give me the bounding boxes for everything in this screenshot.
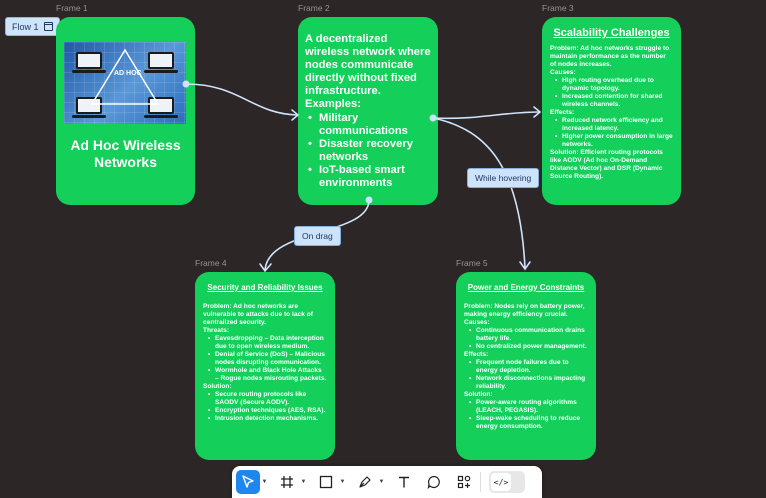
shape-tool[interactable] — [314, 470, 338, 494]
solution-heading: Solution: — [464, 391, 493, 398]
chevron-down-icon[interactable]: ▼ — [300, 479, 307, 485]
cursor-icon — [242, 475, 254, 488]
frame-5[interactable]: Power and Energy Constraints Problem: No… — [456, 272, 596, 460]
frame-2[interactable]: A decentralized wireless network where n… — [298, 17, 438, 205]
list-item: Encryption techniques (AES, RSA). — [208, 407, 327, 415]
causes-heading: Causes: — [550, 69, 576, 76]
list-item: Network disconnections impacting reliabi… — [469, 375, 588, 391]
frame-3[interactable]: Scalability Challenges Problem: Ad hoc n… — [542, 17, 681, 205]
text-icon — [399, 476, 409, 488]
list-item: Sleep-wake scheduling to reduce energy c… — [469, 415, 588, 431]
comment-tool[interactable] — [422, 470, 446, 494]
flow-start-tag[interactable]: Flow 1 — [5, 17, 60, 36]
move-tool[interactable] — [236, 470, 260, 494]
frame-5-title: Power and Energy Constraints — [467, 283, 585, 292]
causes-heading: Causes: — [464, 319, 490, 326]
frame-4-title: Security and Reliability Issues — [207, 283, 323, 292]
pen-tool[interactable] — [353, 470, 377, 494]
present-icon[interactable] — [43, 22, 53, 31]
toolbar-divider — [480, 472, 481, 492]
chevron-down-icon[interactable]: ▼ — [378, 479, 385, 485]
effects-heading: Effects: — [464, 351, 489, 358]
frame-5-label[interactable]: Frame 5 — [456, 258, 488, 268]
laptop-icon — [144, 52, 178, 73]
flow-label: Flow 1 — [12, 21, 39, 32]
problem-text: Problem: Ad hoc networks are vulnerable … — [203, 303, 313, 326]
connection-handle[interactable] — [365, 196, 373, 204]
text-tool[interactable] — [392, 470, 416, 494]
while-hovering-trigger-chip[interactable]: While hovering — [467, 168, 540, 188]
list-item: Disaster recovery networks — [308, 138, 432, 164]
list-item: Denial of Service (DoS) – Malicious node… — [208, 351, 327, 367]
connection-f1-f2[interactable] — [185, 83, 299, 116]
frame-4-label[interactable]: Frame 4 — [195, 258, 227, 268]
actions-tool[interactable] — [452, 470, 476, 494]
code-icon: </> — [491, 473, 511, 491]
chevron-down-icon[interactable]: ▼ — [339, 479, 346, 485]
frame-tool[interactable] — [275, 470, 299, 494]
image-caption: AD HOC — [114, 70, 142, 77]
arrowhead — [259, 263, 272, 273]
list-item: No centralized power management. — [469, 343, 588, 351]
connection-handle[interactable] — [182, 80, 190, 88]
frame-1-label[interactable]: Frame 1 — [56, 3, 88, 13]
list-item: Military communications — [308, 112, 432, 138]
list-item: Wormhole and Black Hole Attacks – Rogue … — [208, 367, 327, 383]
list-item: High routing overhead due to dynamic top… — [555, 77, 673, 93]
list-item: Eavesdropping – Data interception due to… — [208, 335, 327, 351]
examples-heading: Examples: — [305, 98, 361, 110]
frame-1-title: Ad Hoc Wireless Networks — [70, 137, 181, 170]
frame-icon — [281, 476, 293, 488]
laptop-icon — [144, 97, 178, 118]
frame-2-label[interactable]: Frame 2 — [298, 3, 330, 13]
solution-text: Solution: Efficient routing protocols li… — [550, 149, 663, 180]
laptop-icon — [72, 52, 106, 73]
pen-icon — [359, 476, 371, 488]
effects-heading: Effects: — [550, 109, 575, 116]
actions-icon — [457, 475, 471, 489]
on-drag-trigger-chip[interactable]: On drag — [294, 226, 341, 246]
arrowhead — [533, 106, 542, 118]
problem-text: Problem: Ad hoc networks struggle to mai… — [550, 45, 670, 68]
list-item: Higher power consumption in large networ… — [555, 133, 673, 149]
list-item: Intrusion detection mechanisms. — [208, 415, 327, 423]
threats-heading: Threats: — [203, 327, 230, 334]
list-item: Reduced network efficiency and increased… — [555, 117, 673, 133]
laptop-icon — [72, 97, 106, 118]
frame-1[interactable]: AD HOC Ad Hoc Wireless Networks — [56, 17, 195, 205]
solution-heading: Solution: — [203, 383, 232, 390]
list-item: Frequent node failures due to energy dep… — [469, 359, 588, 375]
connection-f2-f3[interactable] — [432, 111, 541, 120]
comment-icon — [427, 475, 440, 489]
list-item: Increased contention for shared wireless… — [555, 93, 673, 109]
connection-f2-f5[interactable] — [432, 117, 526, 269]
rectangle-icon — [319, 475, 333, 489]
frame-3-label[interactable]: Frame 3 — [542, 3, 574, 13]
network-links — [90, 48, 160, 105]
list-item: Continuous communication drains battery … — [469, 327, 588, 343]
problem-text: Problem: Nodes rely on battery power, ma… — [464, 303, 585, 318]
list-item: Power-aware routing algorithms (LEACH, P… — [469, 399, 588, 415]
ad-hoc-network-image: AD HOC — [64, 42, 186, 124]
bottom-toolbar: ▼ ▼ ▼ ▼ </> — [232, 466, 542, 498]
chevron-down-icon[interactable]: ▼ — [261, 479, 268, 485]
frame-4[interactable]: Security and Reliability Issues Problem:… — [195, 272, 335, 460]
dev-mode-toggle[interactable]: </> — [489, 471, 525, 493]
arrowhead — [519, 261, 531, 271]
connection-handle[interactable] — [429, 114, 437, 122]
list-item: Secure routing protocols like SAODV (Sec… — [208, 391, 327, 407]
frame-3-title: Scalability Challenges — [553, 27, 670, 39]
arrowhead — [291, 109, 300, 121]
examples-list: Military communications Disaster recover… — [308, 112, 432, 190]
definition-text: A decentralized wireless network where n… — [305, 33, 431, 97]
list-item: IoT-based smart environments — [308, 164, 432, 190]
